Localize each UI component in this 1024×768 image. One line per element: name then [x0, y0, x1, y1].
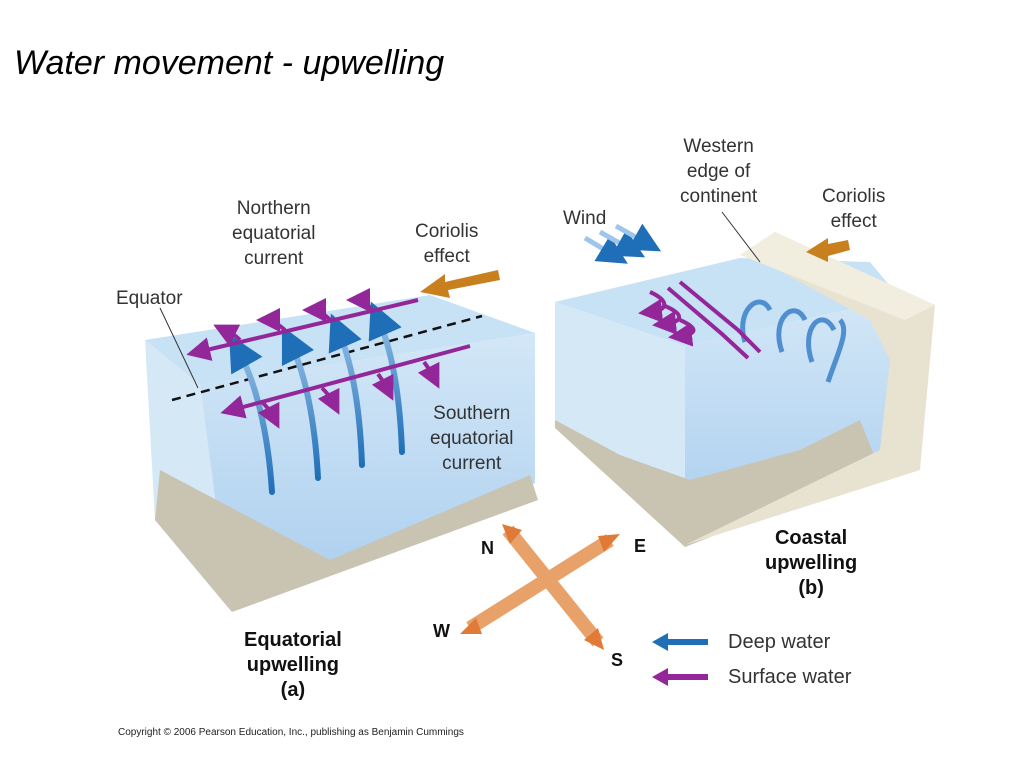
- slide-title: Water movement - upwelling: [14, 44, 445, 82]
- coastal-surface-water-arrows: [638, 280, 762, 360]
- coastal-block: [555, 211, 935, 547]
- compass-east-arrow: [598, 534, 620, 552]
- compass-e-label: E: [634, 536, 647, 556]
- compass-south-arrow: [584, 628, 604, 650]
- coastal-coriolis-label: Coriolis effect: [822, 186, 886, 232]
- equatorial-caption: Equatorial upwelling (a): [244, 629, 342, 701]
- compass-s-label: S: [611, 650, 624, 670]
- compass-n-label: N: [481, 538, 494, 558]
- southern-current-arrows: [220, 344, 471, 429]
- equatorial-coriolis-label: Coriolis effect: [415, 221, 479, 267]
- compass-west-arrow: [460, 618, 482, 634]
- legend: [652, 633, 708, 686]
- northern-current-arrows: [186, 288, 419, 361]
- equator-pointer: [159, 307, 199, 389]
- coastal-seafloor: [555, 420, 880, 547]
- wind-label: Wind: [563, 208, 607, 229]
- continent-top: [740, 232, 935, 320]
- compass: [460, 524, 620, 650]
- equator-line: [171, 314, 483, 402]
- western-edge-pointer: [721, 211, 761, 263]
- equatorial-seafloor: [155, 470, 538, 612]
- equator-label: Equator: [116, 288, 183, 309]
- coastal-coriolis-arrow: [806, 238, 850, 262]
- equatorial-block: [145, 270, 538, 612]
- coastal-caption: Coastal upwelling (b): [765, 527, 858, 599]
- northern-equatorial-current-label: Northern equatorial current: [232, 198, 316, 269]
- western-edge-label: Western edge of continent: [680, 136, 758, 207]
- copyright-notice: Copyright © 2006 Pearson Education, Inc.…: [118, 727, 464, 738]
- southern-equatorial-current-label: Southern equatorial current: [430, 403, 514, 474]
- equatorial-coriolis-arrow: [420, 270, 500, 298]
- wind-arrows: [583, 223, 662, 264]
- compass-w-label: W: [433, 621, 450, 641]
- legend-deep-label: Deep water: [728, 631, 831, 653]
- continent: [685, 232, 935, 545]
- legend-surface-label: Surface water: [728, 666, 852, 688]
- compass-north-arrow: [502, 524, 522, 544]
